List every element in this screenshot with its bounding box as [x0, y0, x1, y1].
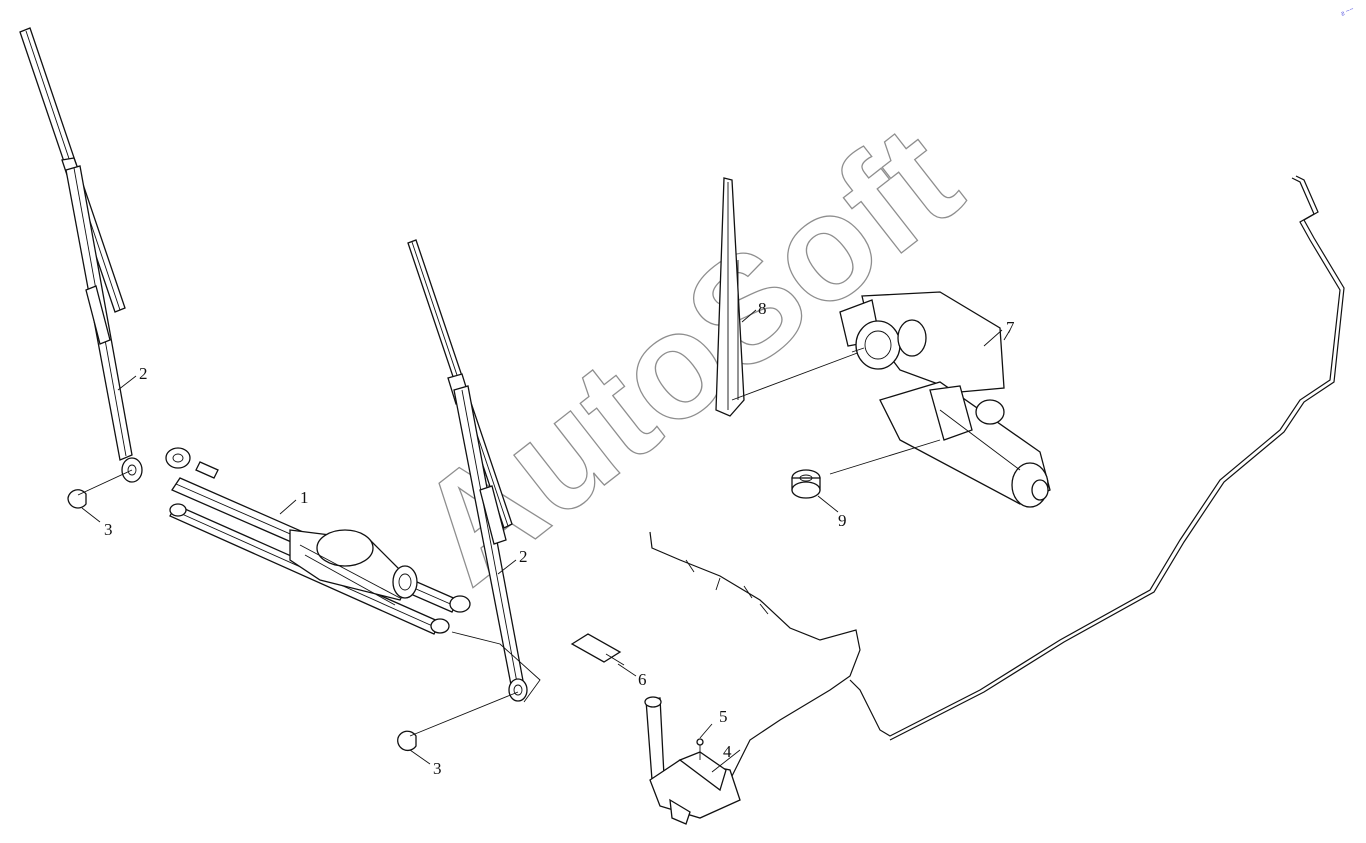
- corner-mark: ƨ ~~: [1340, 6, 1355, 18]
- callout-6: 6: [638, 670, 647, 689]
- callout-8: 8: [758, 299, 767, 318]
- callout-2-left: 2: [139, 364, 148, 383]
- leader-lines: [81, 309, 1003, 773]
- callout-7: 7: [1006, 318, 1015, 337]
- callout-9: 9: [838, 511, 847, 530]
- callout-2-right: 2: [519, 547, 528, 566]
- rear-wiper-blade: [715, 177, 861, 417]
- callout-3-right: 3: [433, 759, 442, 778]
- left-nut-cap: [67, 469, 133, 509]
- washer-hose: [849, 175, 1345, 741]
- washer-harness: [649, 531, 861, 801]
- callout-1: 1: [300, 488, 309, 507]
- rear-motor-grommet: [791, 469, 821, 499]
- right-wiper-arm: [407, 239, 541, 703]
- rear-wiper-motor: [829, 291, 1051, 508]
- left-wiper-arm: [19, 27, 143, 483]
- washer-pad: [570, 633, 625, 666]
- washer-reservoir: [644, 696, 741, 825]
- callout-4: 4: [723, 742, 732, 761]
- callout-3-left: 3: [104, 520, 113, 539]
- right-nut-cap: [397, 691, 519, 752]
- callout-5: 5: [719, 707, 728, 726]
- wiper-linkage: [165, 447, 471, 635]
